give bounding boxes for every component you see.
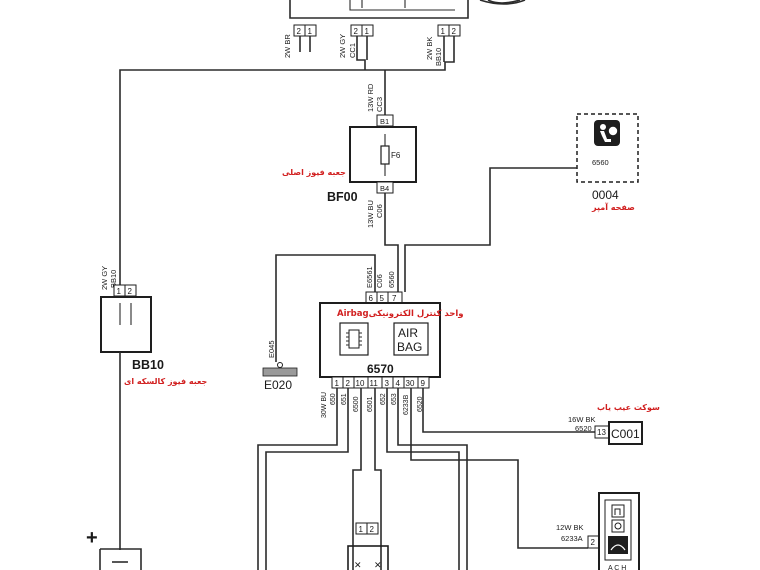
lower-pin-1: 1 xyxy=(359,525,364,534)
cluster-label: صفحه آمپر xyxy=(591,202,635,212)
seat-occupant-icon xyxy=(611,504,625,518)
ecu-wire-6520: 6520 xyxy=(417,396,424,412)
fuse-pin-bottom: B4 xyxy=(380,184,389,193)
ecu-air-label: AIR xyxy=(398,326,418,340)
top-pin-right-2: 2 xyxy=(452,27,457,36)
ecu-wire-651: 651 xyxy=(341,393,348,405)
top-connector: 2 1 2 1 1 2 2W BR 2W GY CC1 2W BK BB10 xyxy=(119,0,526,285)
ecu-bottom-pin-7: 30 xyxy=(406,379,415,388)
ground-ref: E020 xyxy=(264,378,292,392)
switch-wire-code: 6233A xyxy=(561,534,583,543)
instrument-cluster: 6560 0004 صفحه آمپر xyxy=(404,113,639,292)
ecu-bottom-pin-8: 9 xyxy=(421,379,426,388)
ecu-top-wire-1: E6561 xyxy=(365,266,374,288)
ecu-title: Airbagواحد کنترل الکترونیکی xyxy=(337,309,464,319)
ecu-top-pin-3: 7 xyxy=(392,294,397,303)
body-fuse-pin-1: 1 xyxy=(117,287,122,296)
switch-module-pin-marks: A C H xyxy=(608,565,626,570)
squib-mark-1: ✕ xyxy=(354,560,362,570)
ground-wire-label: E045 xyxy=(267,340,276,358)
ecu-top-pin-1: 6 xyxy=(369,294,374,303)
ground-symbol xyxy=(262,367,298,377)
body-fuse-wire-label: 2W GY xyxy=(100,266,109,290)
passenger-airbag-icon xyxy=(608,536,628,554)
top-wire-left-label: 2W BR xyxy=(283,34,292,58)
switch-module: 12W BK 6233A 2 A C H xyxy=(556,492,640,570)
cluster-wire-code: 6560 xyxy=(592,158,609,167)
ecu-bottom-pin-3: 10 xyxy=(356,379,365,388)
top-wire-right-label: 2W BK xyxy=(425,37,434,60)
ecu-bag-label: BAG xyxy=(397,340,422,354)
fuse-icon xyxy=(380,145,390,165)
ecu-bottom-pin-5: 3 xyxy=(385,379,390,388)
lamp-icon xyxy=(611,519,625,533)
ecu-wire-6501: 6501 xyxy=(367,396,374,412)
diagnostic-socket: سوکت عیب یاب 16W BK 6520 13 C001 xyxy=(568,403,660,445)
fuse-wire-in-code: CC3 xyxy=(375,97,384,112)
diag-socket-label: سوکت عیب یاب xyxy=(597,403,660,412)
ecu-top-pin-2: 5 xyxy=(380,294,385,303)
ecu-wire-6233b: 6233B xyxy=(403,394,410,415)
ecu-top-wire-2: C06 xyxy=(375,274,384,288)
body-fuse-pin-2: 2 xyxy=(128,287,133,296)
fuse-name: F6 xyxy=(391,151,401,160)
ecu-ref: 6570 xyxy=(367,362,394,376)
fuse-wire-out-code: C06 xyxy=(375,204,384,218)
diag-pin: 13 xyxy=(597,428,606,437)
ecu-wire-650: 650 xyxy=(330,393,337,405)
fuse-box-main-label: جعبه فیوز اصلی xyxy=(282,168,346,177)
chip-icon xyxy=(346,329,362,349)
ecu-wire-6500: 6500 xyxy=(353,396,360,412)
ecu-bottom-pin-6: 4 xyxy=(396,379,401,388)
top-wire-right-code: BB10 xyxy=(434,48,443,66)
fuse-pin-top: B1 xyxy=(380,117,389,126)
ecu-bottom-pin-4: 11 xyxy=(370,379,379,388)
battery: + xyxy=(86,527,142,570)
top-wire-mid-code: CC1 xyxy=(348,43,357,58)
body-fuse-wire-code: BB10 xyxy=(109,270,118,288)
ecu-bottom-pin-1: 1 xyxy=(335,379,340,388)
ecu-bottom-wire-type: 30W BU xyxy=(321,392,328,418)
top-pin-mid-1: 2 xyxy=(354,27,359,36)
squib-mark-2: ✕ xyxy=(374,560,382,570)
ecu-wire-652: 652 xyxy=(380,393,387,405)
switch-pin: 2 xyxy=(591,538,596,547)
ecu-bottom-pin-2: 2 xyxy=(346,379,351,388)
switch-wire-label: 12W BK xyxy=(556,523,584,532)
airbag-warning-icon xyxy=(594,120,620,146)
top-right-wire-curve xyxy=(487,0,521,4)
fuse-box-main-ref: BF00 xyxy=(327,190,358,204)
ground-point: E045 E020 xyxy=(262,254,376,392)
lower-pin-2: 2 xyxy=(370,525,375,534)
top-pin-right-1: 1 xyxy=(441,27,446,36)
top-pin-mid-2: 1 xyxy=(365,27,370,36)
top-wire-mid-label: 2W GY xyxy=(338,34,347,58)
ecu-wire-653: 653 xyxy=(391,393,398,405)
main-fuse-box: 13W RD CC3 B1 F6 B4 جعبه فیوز اصلی BF00 … xyxy=(282,70,417,292)
top-pin-left-2: 1 xyxy=(308,27,313,36)
fuse-wire-out-label: 13W BU xyxy=(366,200,375,228)
ecu-top-wire-3: 6560 xyxy=(387,271,396,288)
body-fuse-box: 2W GY BB10 1 2 BB10 جعبه فیوز کالسکه ای xyxy=(100,266,207,550)
cluster-ref: 0004 xyxy=(592,188,619,202)
body-fuse-ref: BB10 xyxy=(132,358,164,372)
diag-wire-code: 6520 xyxy=(575,424,592,433)
airbag-ecu: E6561 C06 6560 6 5 7 Airbagواحد کنترل ال… xyxy=(319,266,464,418)
top-pin-left-1: 2 xyxy=(297,27,302,36)
battery-plus-sign: + xyxy=(86,527,98,549)
diag-wire-label: 16W BK xyxy=(568,415,596,424)
fuse-wire-in-label: 13W RD xyxy=(366,83,375,112)
body-fuse-label: جعبه فیوز کالسکه ای xyxy=(124,377,207,386)
diag-socket-ref: C001 xyxy=(611,427,640,441)
lower-harness: 1 2 ✕ ✕ xyxy=(257,388,595,570)
